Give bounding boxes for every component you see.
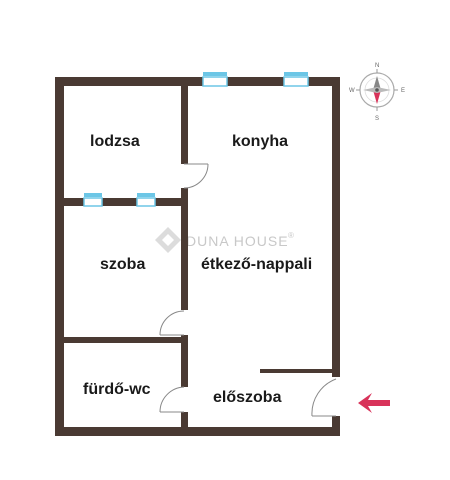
room-label-szoba: szoba: [100, 256, 145, 273]
room-label-etkezo-nappali: étkező-nappali: [201, 256, 312, 273]
watermark-registered: ®: [288, 231, 295, 240]
door-lodzsa-konyha: [183, 163, 209, 189]
door-szoba: [159, 310, 185, 336]
duna-house-logo-icon: [155, 227, 181, 253]
room-label-lodzsa: lodzsa: [90, 133, 140, 150]
window-top-left: [202, 72, 228, 87]
wall-bottom: [55, 427, 340, 436]
wall-inner-vertical-low: [181, 335, 188, 387]
window-top-right: [283, 72, 309, 87]
window-lodzsa-right: [136, 193, 156, 207]
room-label-furdo-wc: fürdő-wc: [83, 381, 151, 398]
walls: [55, 77, 340, 436]
wall-eloszoba-partition: [260, 369, 332, 373]
room-labels: lodzsa konyha szoba étkező-nappali fürdő…: [83, 133, 312, 406]
wall-left: [55, 77, 64, 436]
wall-inner-vertical-mid: [181, 188, 188, 310]
wall-inner-vertical-top: [181, 86, 188, 164]
room-label-eloszoba: előszoba: [213, 389, 282, 406]
wall-right-upper: [332, 77, 340, 377]
wall-inner-vertical-bottom: [181, 412, 188, 429]
wall-top: [55, 77, 340, 86]
compass-north: N: [375, 63, 379, 69]
wall-szoba-bottom: [64, 337, 188, 343]
windows: [83, 72, 309, 207]
wall-right-lower: [332, 416, 340, 436]
compass-east: E: [401, 88, 405, 94]
compass-icon: N S W E: [349, 63, 405, 122]
entrance-arrow-icon: [358, 393, 390, 413]
door-entrance: [311, 378, 337, 417]
room-label-konyha: konyha: [232, 133, 288, 150]
window-lodzsa-left: [83, 193, 103, 207]
compass-west: W: [349, 88, 355, 94]
door-furdo-wc: [159, 386, 185, 413]
compass-south: S: [375, 116, 379, 122]
wall-lodzsa-bottom: [64, 198, 188, 206]
watermark-brand: DUNA HOUSE: [186, 233, 289, 249]
watermark: DUNA HOUSE ®: [155, 227, 295, 253]
doors: [159, 163, 337, 417]
